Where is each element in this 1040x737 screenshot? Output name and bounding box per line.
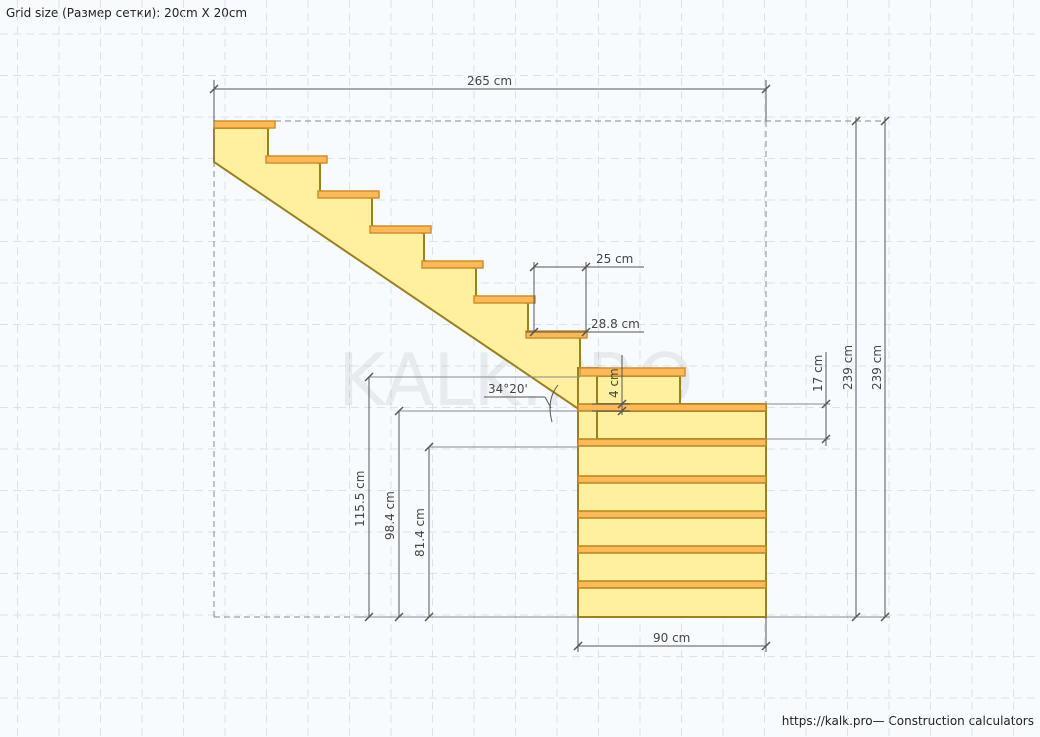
tread xyxy=(473,295,536,304)
footer-credit-link[interactable]: https://kalk.pro— Construction calculato… xyxy=(781,714,1034,728)
tread xyxy=(369,225,432,234)
dim-step-going: 28.8 cm xyxy=(591,317,640,331)
dimension-tick xyxy=(617,399,627,409)
dim-angle: 34°20' xyxy=(488,382,528,396)
dimension-tick xyxy=(364,372,374,382)
tread xyxy=(577,403,767,412)
dimension-tick xyxy=(851,116,861,126)
dimension-tick xyxy=(209,84,219,94)
dimension-tick xyxy=(821,399,831,409)
tread xyxy=(213,120,276,129)
dimension-tick xyxy=(581,327,591,337)
tread xyxy=(265,155,328,164)
dimension-tick xyxy=(529,327,539,337)
dim-height-3: 81.4 cm xyxy=(413,508,427,557)
dimension-tick xyxy=(880,612,890,622)
dim-total-height-1: 239 cm xyxy=(841,345,855,390)
tread xyxy=(421,260,484,269)
tread xyxy=(577,545,767,554)
dim-riser: 17 cm xyxy=(811,355,825,392)
tread xyxy=(317,190,380,199)
dimension-tick xyxy=(821,434,831,444)
dimension-tick xyxy=(880,116,890,126)
dimension-tick xyxy=(851,612,861,622)
dimension-tick xyxy=(424,442,434,452)
dimension-tick xyxy=(529,262,539,272)
tread xyxy=(525,330,588,339)
landing-step-body xyxy=(596,410,767,440)
dimension-labels: 265 cm 239 cm 239 cm 90 cm 25 cm 28.8 cm… xyxy=(353,74,884,645)
dim-height-1: 115.5 cm xyxy=(353,471,367,527)
dimension-tick xyxy=(761,84,771,94)
tread xyxy=(577,510,767,519)
angle-arc xyxy=(549,384,559,423)
tread xyxy=(577,438,767,447)
staircase xyxy=(213,120,767,618)
dim-tread-depth: 25 cm xyxy=(596,252,633,266)
dim-height-2: 98.4 cm xyxy=(383,491,397,540)
dimension-lines xyxy=(209,80,890,652)
dimension-tick xyxy=(617,406,627,416)
dimension-tick xyxy=(394,612,404,622)
dimension-tick xyxy=(364,612,374,622)
tread xyxy=(577,580,767,589)
dim-tread-thickness: 4 cm xyxy=(607,368,621,398)
dimension-tick xyxy=(394,406,404,416)
tread xyxy=(579,367,686,377)
dimension-tick xyxy=(761,641,771,651)
dimension-tick xyxy=(573,641,583,651)
dim-total-length: 265 cm xyxy=(467,74,512,88)
dimension-tick xyxy=(581,262,591,272)
grid-size-label: Grid size (Размер сетки): 20cm X 20cm xyxy=(6,6,248,20)
tread xyxy=(577,475,767,484)
dim-landing-width: 90 cm xyxy=(653,631,690,645)
dimension-tick xyxy=(424,612,434,622)
dim-total-height-2: 239 cm xyxy=(870,345,884,390)
